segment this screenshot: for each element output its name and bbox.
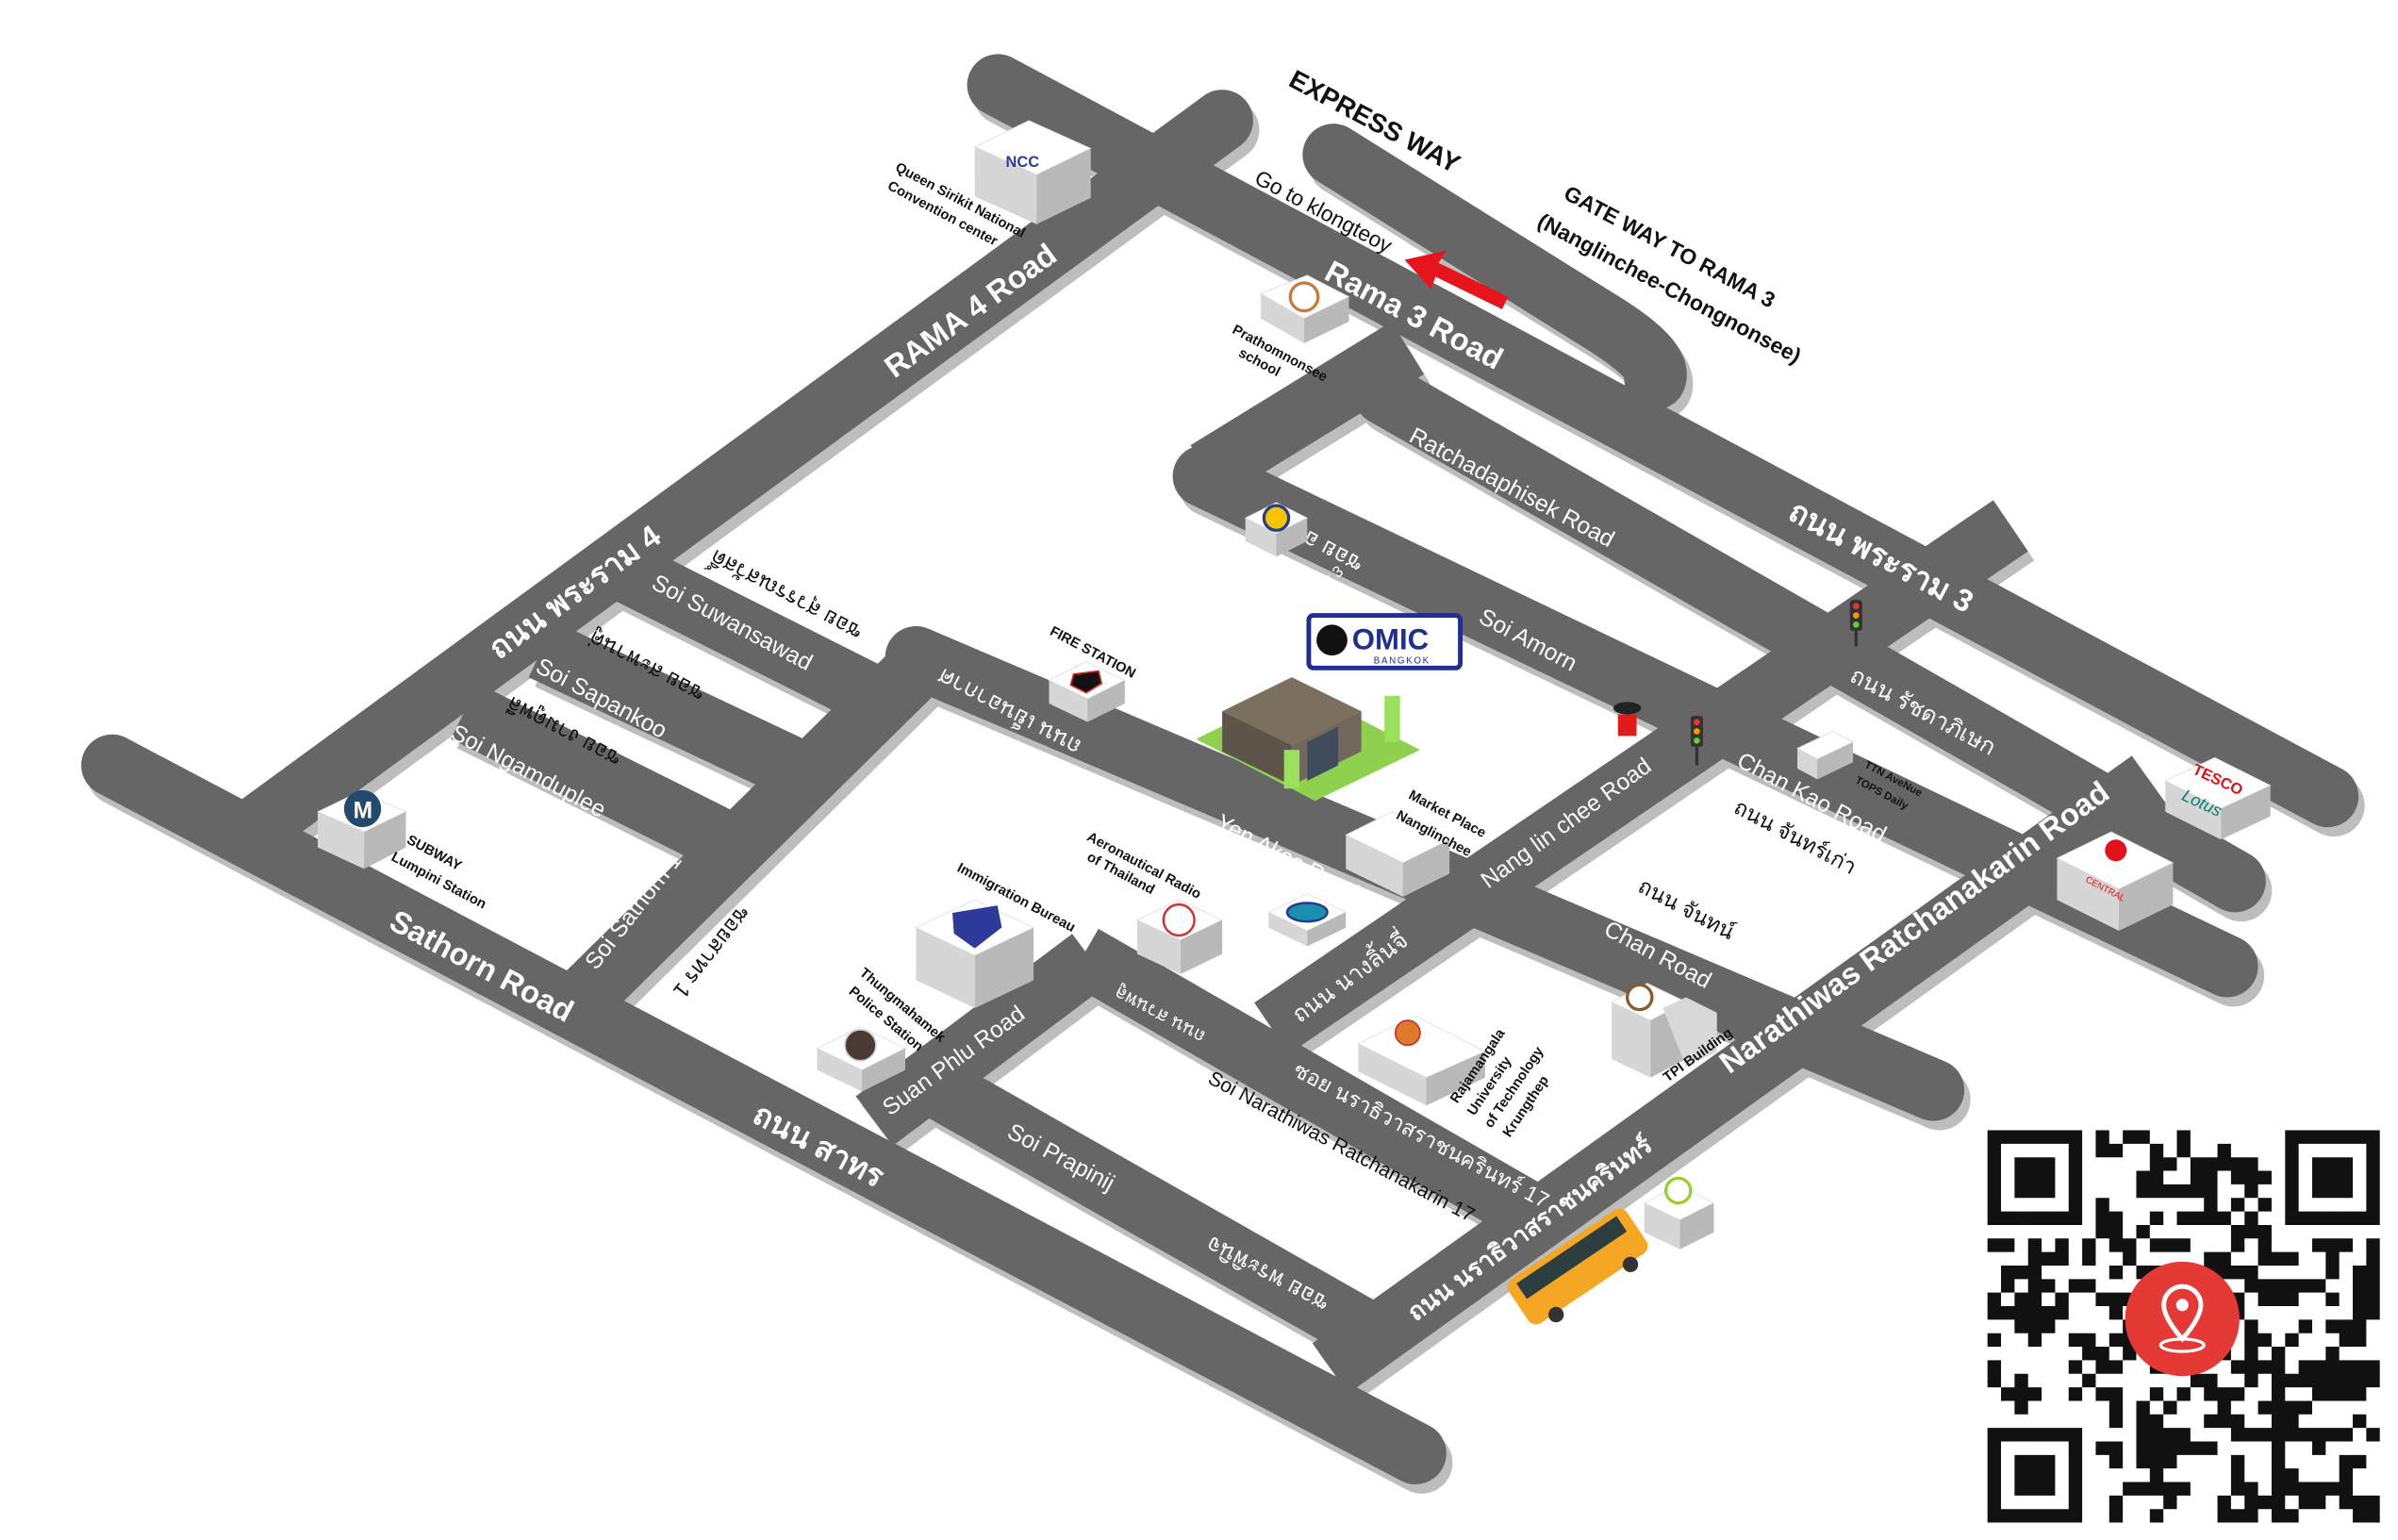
road-sathorn	[81, 734, 1447, 1484]
location-pin-icon[interactable]	[2125, 1261, 2240, 1377]
omic-name: OMIC	[1352, 623, 1429, 656]
central-sun-icon	[2105, 839, 2127, 862]
food-cart-icon	[1612, 702, 1642, 737]
aero-logo-icon	[1162, 902, 1196, 937]
poi-leaf-logo	[1267, 893, 1348, 947]
road-nanglinchee	[1254, 500, 2028, 1054]
qr-code	[1982, 1125, 2382, 1523]
road-narathiwas17	[1067, 928, 1547, 1241]
poi-tesco-lotus: TESCO Lotus	[2164, 756, 2272, 840]
omic-city: BANGKOK	[1374, 655, 1431, 666]
school-logo-icon	[1288, 281, 1320, 313]
direction-arrow-icon	[1404, 250, 1509, 309]
road-soi-amorn	[1172, 445, 2258, 998]
qr-code-modules	[1987, 1130, 2380, 1523]
traffic-light-icon	[1690, 716, 1703, 766]
road-expressway	[1302, 124, 1687, 410]
omic-emblem-icon	[1316, 624, 1348, 656]
omic-logo: OMIC BANGKOK	[1306, 613, 1464, 671]
police-seal-icon	[844, 1029, 877, 1062]
brt-logo-icon	[1664, 1176, 1693, 1205]
poi-brt-station	[1643, 1176, 1715, 1250]
chan-th-label: ถนน จันทน์	[1634, 873, 1739, 944]
poi-central: CENTRAL	[2056, 831, 2175, 932]
immigration-badge-icon	[951, 903, 1004, 951]
rama4-label: RAMA 4 Road	[878, 237, 1063, 385]
subway-logo: M	[354, 798, 372, 823]
road-soi-sathorn1	[566, 635, 951, 1015]
road-ratchadaphisek	[1353, 363, 2266, 913]
traffic-light-icon	[1849, 600, 1862, 647]
bus-icon	[1507, 1208, 1648, 1325]
poi-fire-station: FIRE STATION	[1048, 624, 1138, 722]
fire-station-badge-icon	[1069, 670, 1103, 694]
road-rama3	[967, 54, 2359, 828]
rmutk-emblem-icon	[1394, 1019, 1421, 1047]
ncc-logo: NCC	[1006, 154, 1040, 171]
poi-tpi-building: TPI Building	[1611, 983, 1735, 1085]
road-soi-suwansawad	[597, 537, 881, 720]
road-suan-phlu	[855, 934, 1110, 1146]
roads	[81, 54, 2359, 1484]
omic-building	[1196, 677, 1420, 802]
road-soi-prapinij	[913, 1055, 1385, 1360]
tpi-logo-icon	[1626, 983, 1654, 1012]
road-soi-ngamduplee	[451, 683, 742, 870]
poi-omic-bangkok	[1244, 502, 1309, 557]
road-soi-sapankoo	[528, 621, 811, 799]
road-rama4	[224, 90, 1253, 858]
